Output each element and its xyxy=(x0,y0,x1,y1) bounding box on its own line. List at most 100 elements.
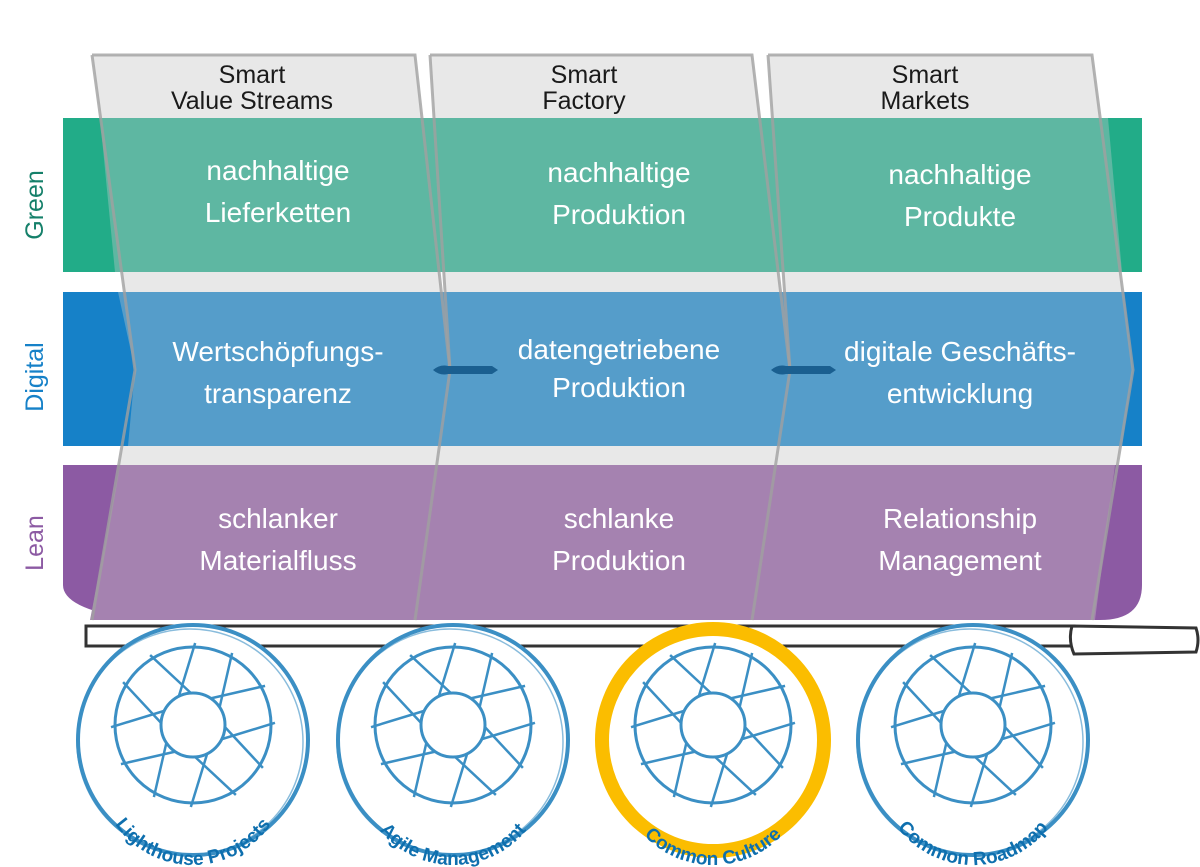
wheel-spoke xyxy=(900,749,959,766)
wheel-spoke xyxy=(449,750,470,808)
wheel-spoke xyxy=(218,721,276,742)
cell-green-2-line2: Produktion xyxy=(552,199,686,230)
column-title-markets-line1: Smart xyxy=(892,61,959,89)
connector-1-2 xyxy=(433,365,498,375)
cell-lean-1-line2: Materialfluss xyxy=(199,545,356,576)
wheel-spoke xyxy=(149,654,194,696)
wheel-spoke xyxy=(932,739,949,798)
wheel-spoke xyxy=(727,684,786,701)
cell-lean-3-line2: Management xyxy=(878,545,1042,576)
connector-2-3 xyxy=(771,365,836,375)
wheel-spoke xyxy=(956,642,977,700)
column-titles: Smart Value Streams Smart Factory Smart … xyxy=(171,61,970,115)
wheel-spoke xyxy=(972,754,1017,796)
cell-lean-2-line1: schlanke xyxy=(564,503,675,534)
row-label-green: Green xyxy=(21,170,49,239)
cell-green-1-line2: Lieferketten xyxy=(205,197,351,228)
wheel-spoke xyxy=(409,654,454,696)
wheel-spoke xyxy=(370,708,428,729)
column-connectors xyxy=(433,365,836,375)
column-outline-value-streams xyxy=(90,53,452,621)
wheel-hub xyxy=(159,691,227,759)
wheel-spoke xyxy=(987,684,1046,701)
wagon-chassis xyxy=(84,624,1200,656)
overlay-lean xyxy=(90,465,1115,620)
wheel-spoke xyxy=(382,681,424,726)
wheel-spoke xyxy=(969,750,990,808)
column-title-value-streams-line1: Smart xyxy=(219,61,286,89)
wheel-spoke xyxy=(217,652,234,711)
wheel-spoke xyxy=(189,750,210,808)
wheel-spoke xyxy=(712,754,757,796)
chassis-hitch xyxy=(1068,624,1200,656)
cell-texts: nachhaltige Lieferketten nachhaltige Pro… xyxy=(172,155,1076,576)
column-outline-factory xyxy=(428,53,792,621)
row-label-digital: Digital xyxy=(21,342,49,411)
wheel-spoke xyxy=(436,642,457,700)
wheel-spoke xyxy=(998,721,1056,742)
wheel-spoke xyxy=(929,654,974,696)
wheel-spoke xyxy=(669,654,714,696)
wheel-spoke xyxy=(737,652,754,711)
cell-digital-1-line1: Wertschöpfungs- xyxy=(172,336,383,367)
wheel-spoke xyxy=(120,749,179,766)
wheel-spoke xyxy=(380,749,439,766)
column-outlines xyxy=(90,53,1135,621)
wheel-spoke xyxy=(672,739,689,798)
overlay-digital xyxy=(118,292,1133,446)
wheel-spoke xyxy=(890,708,948,729)
wheel-hub xyxy=(939,691,1007,759)
cell-lean-3-line1: Relationship xyxy=(883,503,1037,534)
wheel-spokes xyxy=(110,642,276,808)
wheel-spoke xyxy=(110,708,168,729)
wheel-spoke xyxy=(152,739,169,798)
wheel-agile-management: Agile Management xyxy=(336,623,570,867)
wheel-spoke xyxy=(122,681,164,726)
column-outline-markets xyxy=(766,53,1135,621)
cell-green-2-line1: nachhaltige xyxy=(547,157,690,188)
cell-lean-2-line2: Produktion xyxy=(552,545,686,576)
column-title-factory-line2: Factory xyxy=(542,87,626,115)
wheel-spokes xyxy=(630,642,796,808)
wheel-spokes xyxy=(890,642,1056,808)
cell-digital-3-line1: digitale Geschäfts- xyxy=(844,336,1076,367)
cell-digital-3-line2: entwicklung xyxy=(887,378,1033,409)
wheel-hub xyxy=(679,691,747,759)
column-title-markets-line2: Markets xyxy=(881,87,970,115)
wheel-lighthouse-projects: Lighthouse Projects xyxy=(76,623,310,867)
wheel-spoke xyxy=(467,684,526,701)
wheel-spoke xyxy=(742,724,784,769)
cell-digital-1-line2: transparenz xyxy=(204,378,352,409)
wheel-rim-sketch xyxy=(76,628,304,856)
row-overlays xyxy=(90,118,1133,620)
wheel-rim-sketch xyxy=(856,628,1084,856)
cell-green-3-line1: nachhaltige xyxy=(888,159,1031,190)
wheel-spoke xyxy=(222,724,264,769)
wheel-spoke xyxy=(192,754,237,796)
wheel-common-roadmap: Common Roadmap xyxy=(856,623,1090,867)
wheel-spoke xyxy=(482,724,524,769)
wheel-spoke xyxy=(696,642,717,700)
wheel-spoke xyxy=(642,681,684,726)
wheel-spoke xyxy=(640,749,699,766)
wheel-spoke xyxy=(997,652,1014,711)
wheel-spoke xyxy=(452,754,497,796)
cell-green-1-line1: nachhaltige xyxy=(206,155,349,186)
wheel-hub xyxy=(419,691,487,759)
wheel-spoke xyxy=(478,721,536,742)
wheel-spokes xyxy=(370,642,536,808)
column-title-factory-line1: Smart xyxy=(551,61,618,89)
cell-green-3-line2: Produkte xyxy=(904,201,1016,232)
wheel-spoke xyxy=(630,708,688,729)
wheel-spoke xyxy=(709,750,730,808)
row-labels: Green Digital Lean xyxy=(21,170,49,571)
wheel-spoke xyxy=(207,684,266,701)
wheel-spoke xyxy=(738,721,796,742)
cell-lean-1-line1: schlanker xyxy=(218,503,338,534)
column-title-value-streams-line2: Value Streams xyxy=(171,87,333,115)
overlay-green xyxy=(100,118,1122,272)
wheel-spoke xyxy=(412,739,429,798)
wheel-spoke xyxy=(176,642,197,700)
